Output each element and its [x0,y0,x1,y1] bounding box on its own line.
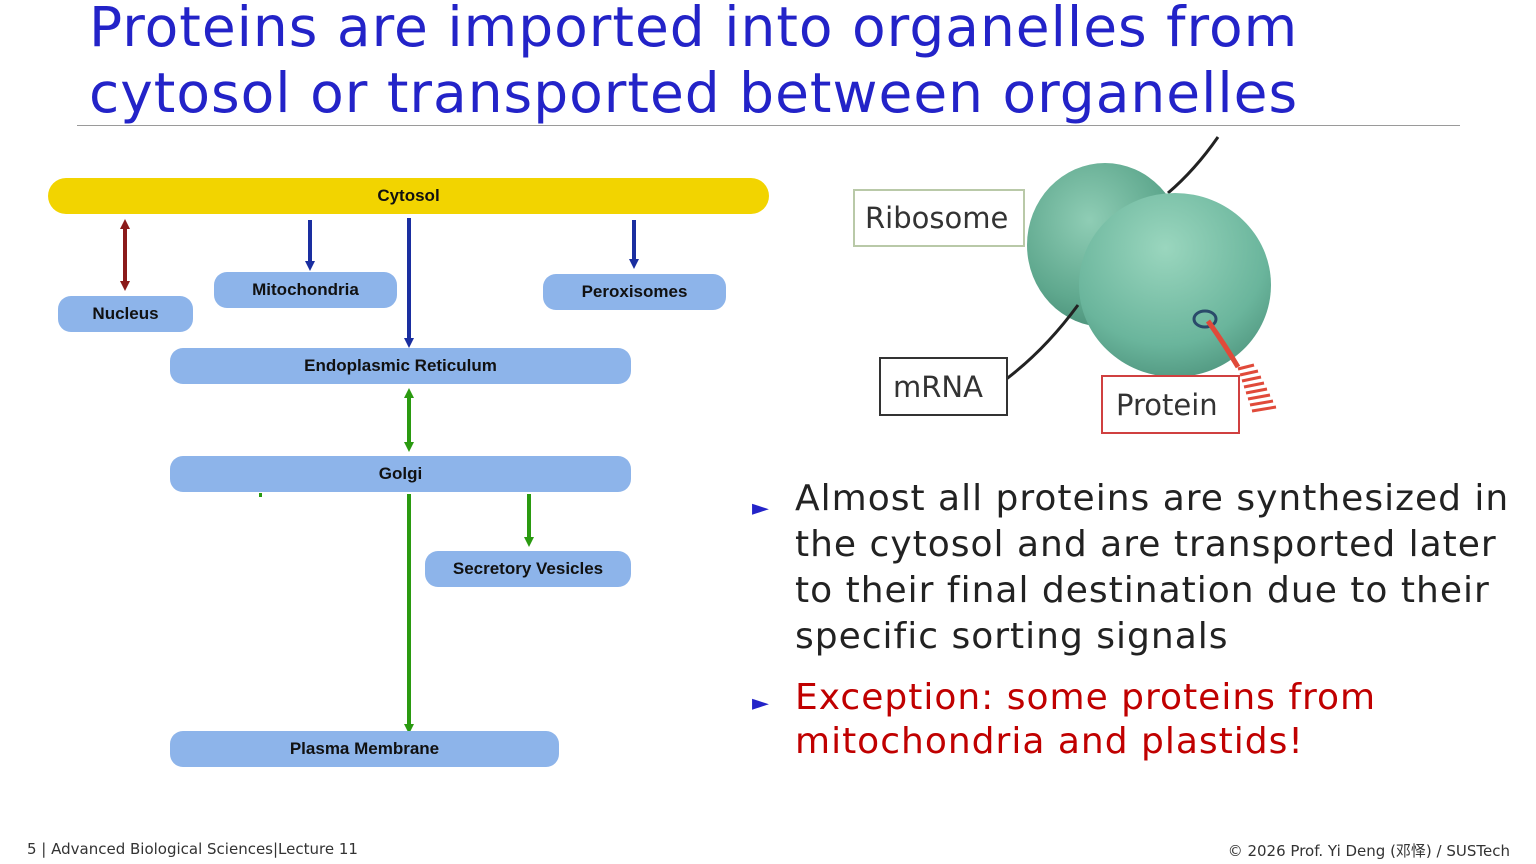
protein-sorting-diagram: Cytosol Nucleus Mitochondria Peroxisomes… [0,0,800,800]
footer-copyright: © 2026 Prof. Yi Deng (邓怿) / SUSTech [1227,842,1510,860]
node-secretory-vesicles: Secretory Vesicles [425,551,631,587]
node-plasma-membrane-label: Plasma Membrane [289,739,440,758]
protein-chain-coil [1237,363,1277,413]
ribosome-label-box [853,189,1025,247]
bullet-marker-icon: ► [752,496,770,521]
mrna-label-box [879,357,1008,416]
mrna-strand-top [1167,136,1220,195]
ribosome-illustration: Ribosome mRNA Protein [853,136,1277,434]
node-mitochondria-label: Mitochondria [252,280,359,299]
bullet-text-2: Exception: some proteins from mitochondr… [795,677,1377,762]
title-divider [77,125,1460,126]
node-mitochondria: Mitochondria [214,272,397,308]
bullet-text-1: Almost all proteins are synthesized in t… [795,478,1510,657]
bullet-item-2: ► Exception: some proteins from mitochon… [752,676,1522,764]
node-nucleus-label: Nucleus [92,304,159,323]
protein-label: Protein [1116,388,1218,422]
node-peroxisomes-label: Peroxisomes [581,282,688,301]
footer-lecture-info: 5 | Advanced Biological Sciences|Lecture… [27,840,358,858]
node-cytosol: Cytosol [48,178,769,214]
bullet-item-1: ► Almost all proteins are synthesized in… [752,476,1522,660]
node-endoplasmic-reticulum: Endoplasmic Reticulum [170,348,631,384]
diagram-arrows [120,218,639,734]
protein-label-box [1101,375,1240,434]
ribosome-small-subunit [1079,193,1271,377]
mrna-strand-bottom [1004,304,1080,382]
node-cytosol-label: Cytosol [377,186,440,205]
node-plasma-membrane: Plasma Membrane [170,731,559,767]
ribosome-label: Ribosome [865,201,1008,235]
node-golgi-label: Golgi [378,464,423,483]
node-er-label: Endoplasmic Reticulum [304,356,497,375]
slide-title: Proteins are imported into organelles fr… [89,0,1489,126]
node-peroxisomes: Peroxisomes [543,274,726,310]
bullet-list: ► Almost all proteins are synthesized in… [752,476,1522,764]
title-line-1: Proteins are imported into organelles fr… [89,0,1299,59]
node-golgi: Golgi [170,456,631,492]
mrna-label: mRNA [893,370,983,404]
node-nucleus: Nucleus [58,296,193,332]
bullet-marker-icon: ► [752,691,770,716]
node-secretory-vesicles-label: Secretory Vesicles [452,559,604,578]
title-line-2: cytosol or transported between organelle… [89,61,1299,125]
protein-chain [1205,319,1241,369]
stray-tick [259,493,262,497]
exit-tunnel [1192,309,1218,329]
